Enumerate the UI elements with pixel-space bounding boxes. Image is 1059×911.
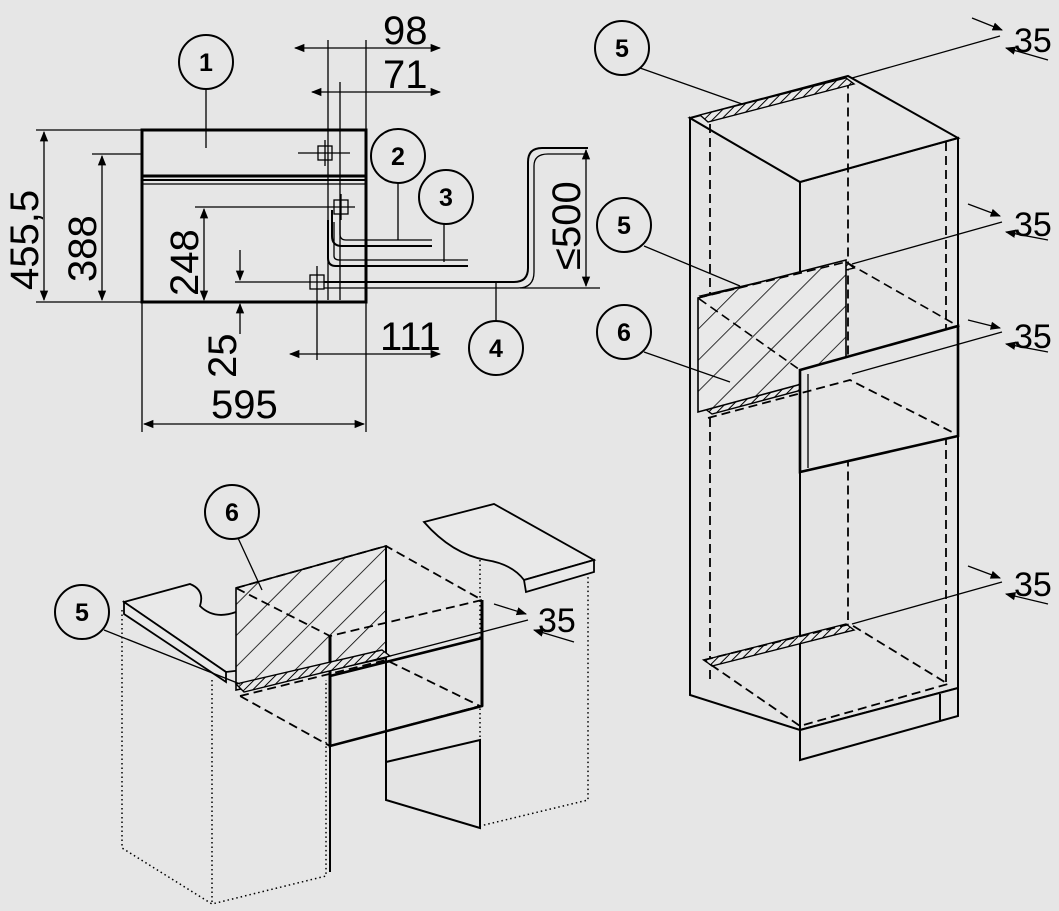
vent-gap-base: 35 (389, 602, 576, 657)
base-cabinet-lower (385, 738, 481, 830)
hose-3 (327, 220, 468, 267)
leader-5-middle (643, 245, 741, 287)
svg-text:6: 6 (617, 319, 631, 347)
tall-cabinet-front-face (689, 116, 801, 732)
svg-text:6: 6 (225, 499, 239, 527)
connection-symbol-bottom (235, 266, 352, 360)
dim-111-text: 111 (380, 315, 441, 359)
dim-500-text: ≤500 (545, 181, 589, 270)
svg-text:5: 5 (617, 212, 631, 240)
tall-cabinet: 35 35 35 35 5 5 (594, 17, 1052, 762)
oven-niche-front (798, 324, 960, 474)
leader-6-tall (643, 351, 731, 383)
connection-symbol-top (298, 140, 350, 166)
leader-5-top (639, 67, 743, 105)
callout-6-tall: 6 (596, 304, 652, 360)
connection-symbol-middle (195, 194, 355, 220)
vent-gap-middle: 35 (851, 318, 1052, 375)
dim-248-text: 248 (163, 229, 207, 296)
base-niche-back-top (233, 545, 485, 637)
tall-cabinet-bottom-shelf (701, 623, 951, 727)
svg-text:35: 35 (538, 602, 576, 640)
dim-455-text: 455,5 (3, 190, 47, 290)
vent-strip-bottom (702, 623, 856, 667)
svg-text:2: 2 (391, 143, 405, 171)
svg-text:35: 35 (1014, 22, 1052, 60)
leader-5-base (103, 629, 241, 685)
callout-5-middle: 5 (596, 197, 652, 253)
front-view: 98 71 ≤500 (3, 9, 600, 432)
callout-5-top: 5 (594, 20, 650, 76)
svg-text:1: 1 (199, 49, 213, 77)
svg-text:4: 4 (489, 335, 503, 363)
svg-text:35: 35 (1014, 566, 1052, 604)
callout-2: 2 (370, 128, 426, 184)
svg-text:35: 35 (1014, 318, 1052, 356)
power-cable (324, 147, 588, 283)
worktop-right-edge (522, 558, 595, 594)
adjacent-cabinet-right (479, 560, 589, 827)
worktop-left-edge (123, 600, 227, 684)
callout-6-base: 6 (204, 484, 260, 540)
dim-98-text: 98 (383, 9, 428, 53)
hose-2-inner (339, 214, 432, 241)
hose-3-inner (333, 222, 468, 261)
svg-text:5: 5 (615, 35, 629, 63)
vent-gap-bottom: 35 (851, 565, 1052, 625)
vent-gap-top: 35 (851, 17, 1052, 79)
svg-text:5: 5 (75, 599, 89, 627)
callout-4: 4 (468, 320, 524, 376)
leader-6-base (237, 537, 263, 591)
callout-5-base: 5 (54, 584, 110, 640)
svg-text:35: 35 (1014, 206, 1052, 244)
vent-strip-top (698, 77, 856, 123)
power-cable-inner (324, 153, 588, 289)
adjacent-cabinet-left (121, 610, 327, 905)
svg-text:3: 3 (439, 184, 453, 212)
vent-gap-upper: 35 (851, 203, 1052, 265)
dim-595-text: 595 (211, 383, 278, 427)
dim-71-text: 71 (383, 53, 428, 97)
callout-3: 3 (418, 169, 474, 225)
base-niche-bottom (237, 659, 483, 747)
dim-388-text: 388 (61, 215, 105, 282)
dim-25-text: 25 (201, 334, 245, 379)
callout-1: 1 (178, 34, 234, 90)
base-cabinet: 35 6 5 (54, 484, 597, 905)
oven-niche-bottom (707, 379, 953, 433)
